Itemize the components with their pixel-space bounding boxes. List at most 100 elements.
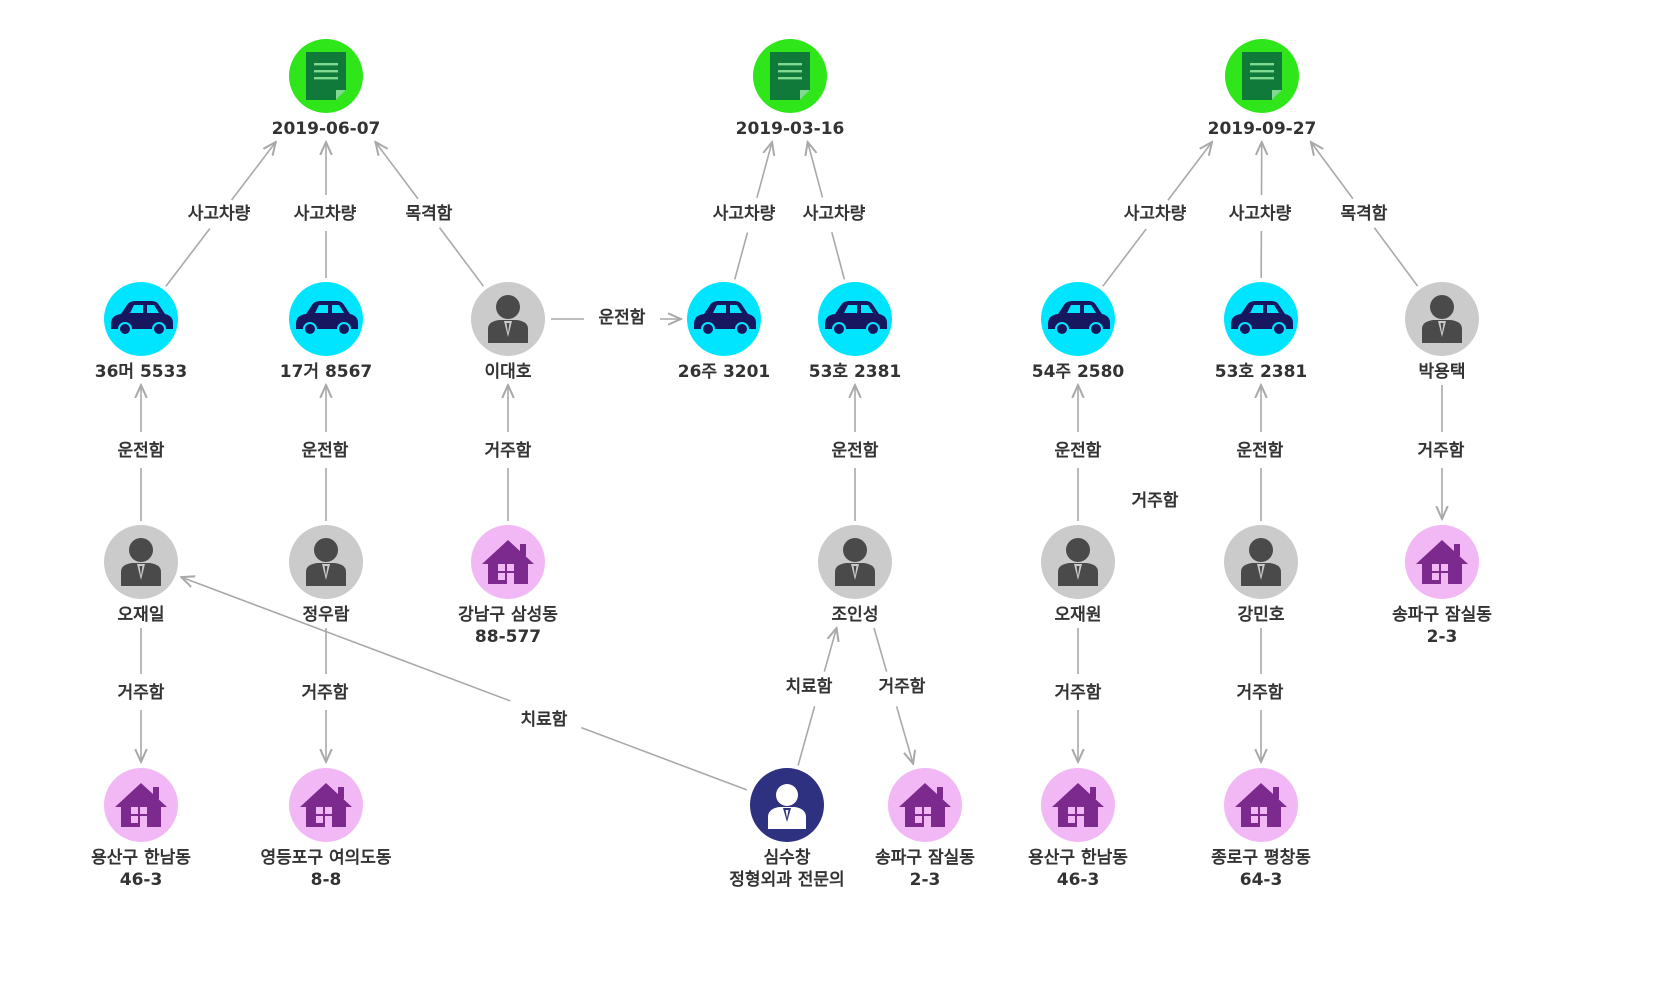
edge-label: 사고차량	[294, 204, 357, 224]
nodes-layer: 2019-06-07 2019-03-16 2019-09-27 36머 5533 17…	[91, 39, 1492, 890]
node-label: 46-3	[1057, 870, 1100, 890]
event-node[interactable]: 2019-06-07	[272, 39, 381, 139]
node-label: 36머 5533	[95, 362, 188, 382]
edge-label: 운전함	[118, 440, 165, 461]
node-label: 17거 8567	[280, 362, 373, 382]
node-label: 용산구 한남동	[1028, 848, 1128, 868]
node-label: 강남구 삼성동	[458, 605, 558, 625]
node-label: 조인성	[832, 605, 879, 625]
person-node[interactable]: 오재원	[1041, 525, 1115, 625]
event-node[interactable]: 2019-09-27	[1208, 39, 1317, 139]
node-label: 정우람	[303, 604, 350, 625]
edge-label: 운전함	[599, 307, 646, 328]
edge-line-3-a	[733, 232, 749, 280]
edge-label: 거주함	[302, 682, 349, 703]
node-label: 송파구 잠실동	[1392, 605, 1492, 625]
edge-line-18-a	[581, 726, 748, 791]
edge-label: 치료함	[521, 709, 568, 730]
node-label: 용산구 한남동	[91, 848, 191, 868]
edge-line-7-a	[1373, 227, 1419, 287]
person-node[interactable]: 이대호	[471, 282, 545, 382]
edge-line-0-b	[230, 142, 276, 201]
edge-label: 사고차량	[1124, 204, 1187, 224]
car-node[interactable]: 17거 8567	[280, 282, 373, 382]
node-label: 8-8	[311, 870, 342, 890]
node-label: 88-577	[475, 627, 541, 647]
node-label: 2-3	[910, 870, 941, 890]
car-node[interactable]: 54주 2580	[1032, 282, 1125, 382]
document-icon	[770, 52, 810, 100]
node-label: 정형외과 전문의	[729, 869, 844, 890]
node-label: 2019-09-27	[1208, 119, 1317, 139]
document-icon	[1242, 52, 1282, 100]
edge-line-18-b	[181, 577, 511, 702]
floating-edge-label: 거주함	[1132, 490, 1179, 511]
node-label: 영등포구 여의도동	[260, 848, 391, 868]
edge-label: 치료함	[786, 676, 833, 697]
car-node[interactable]: 53호 2381	[809, 282, 902, 382]
node-label: 2019-06-07	[272, 119, 381, 139]
node-label: 53호 2381	[809, 362, 902, 382]
edge-label: 운전함	[1055, 440, 1102, 461]
person-node[interactable]: 오재일	[104, 525, 178, 625]
edges-layer	[141, 142, 1442, 791]
edge-line-5-a	[1102, 228, 1147, 287]
person-node[interactable]: 박용택	[1405, 282, 1479, 382]
edge-label: 운전함	[832, 440, 879, 461]
edge-label: 목격함	[406, 203, 453, 224]
edge-line-19-b	[823, 628, 836, 672]
node-label: 오재일	[118, 605, 165, 625]
edge-line-5-b	[1167, 142, 1212, 201]
edge-label: 거주함	[1055, 682, 1102, 703]
edge-line-0-a	[165, 228, 211, 287]
edge-line-2-b	[375, 142, 419, 200]
car-node[interactable]: 26주 3201	[678, 282, 771, 382]
edge-label: 거주함	[485, 440, 532, 461]
edge-label: 사고차량	[803, 204, 866, 224]
edge-line-20-b	[895, 706, 914, 763]
node-label: 64-3	[1240, 870, 1283, 890]
edge-label: 사고차량	[188, 204, 251, 224]
node-label: 강민호	[1238, 605, 1285, 625]
edge-line-19-a	[797, 706, 816, 766]
edge-line-20-a	[873, 627, 888, 672]
edge-label: 거주함	[879, 676, 926, 697]
edge-label: 거주함	[118, 682, 165, 703]
node-label: 26주 3201	[678, 362, 771, 382]
edge-label: 운전함	[302, 440, 349, 461]
car-node[interactable]: 53호 2381	[1215, 282, 1308, 382]
edge-line-2-a	[438, 227, 485, 287]
edge-line-4-b	[808, 142, 824, 198]
person-node[interactable]: 강민호	[1224, 525, 1298, 625]
free-labels-layer: 거주함	[1132, 490, 1179, 511]
edge-line-4-a	[831, 232, 846, 280]
edge-line-3-b	[756, 142, 772, 199]
node-label: 2019-03-16	[736, 119, 845, 139]
edge-label: 사고차량	[1229, 204, 1292, 224]
node-label: 종로구 평창동	[1211, 848, 1311, 868]
car-node[interactable]: 36머 5533	[95, 282, 188, 382]
edge-label: 거주함	[1418, 440, 1465, 461]
edge-label: 거주함	[1237, 682, 1284, 703]
node-label: 박용택	[1419, 362, 1466, 382]
person-node[interactable]: 정우람	[289, 525, 363, 625]
event-node[interactable]: 2019-03-16	[736, 39, 845, 139]
node-label: 심수창	[764, 848, 811, 868]
edge-label: 사고차량	[713, 204, 776, 224]
node-label: 54주 2580	[1032, 362, 1125, 382]
edge-label: 목격함	[1341, 203, 1388, 224]
person-node[interactable]: 조인성	[818, 525, 892, 625]
node-label: 46-3	[120, 870, 163, 890]
edge-line-7-b	[1311, 142, 1354, 200]
node-label: 이대호	[485, 362, 532, 382]
